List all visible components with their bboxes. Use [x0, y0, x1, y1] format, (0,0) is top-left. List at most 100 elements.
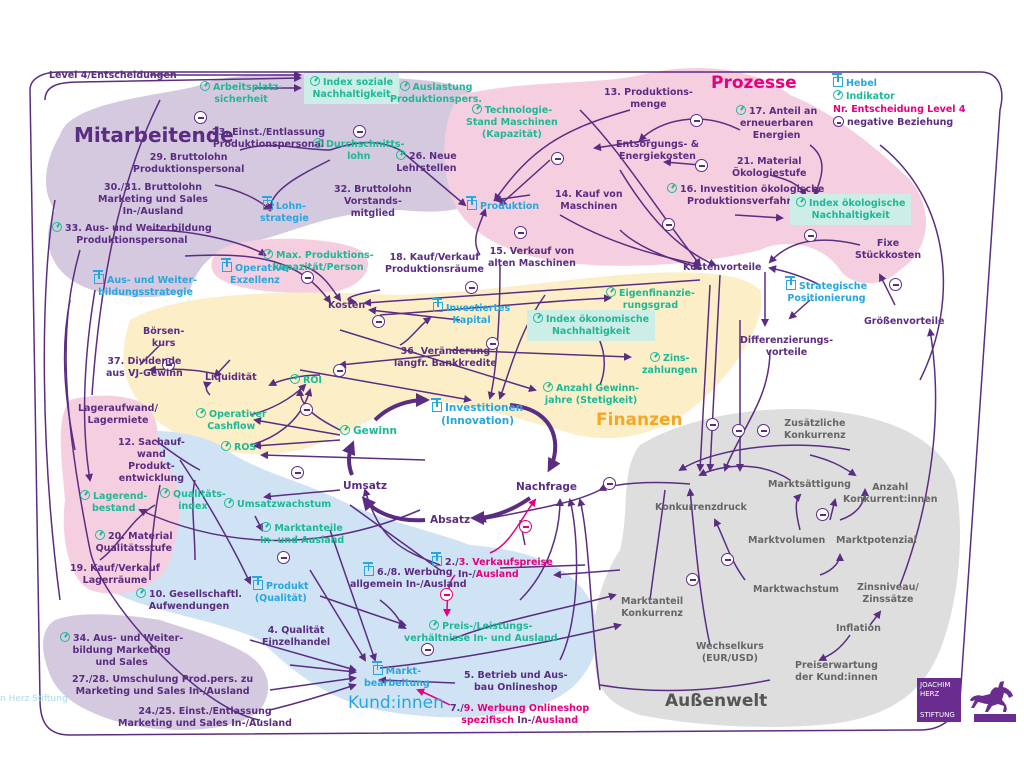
node-zinsniveau: Zinsniveau/ Zinssätze [857, 582, 919, 605]
negative-relation-icon [551, 152, 564, 165]
node-lohnstrategie[interactable]: Lohn- strategie [260, 196, 309, 224]
lever-icon [432, 298, 443, 312]
negative-relation-icon [301, 271, 314, 284]
node-liquiditaet: Liquidität [205, 372, 257, 383]
node-umsatzwachstum: Umsatzwachstum [224, 498, 331, 511]
negative-relation-icon [372, 315, 385, 328]
legend-negative: negative Beziehung [833, 116, 965, 129]
indicator-icon [310, 76, 320, 86]
indicator-icon [471, 104, 482, 114]
node-strat-pos[interactable]: Strategische Positionierung [785, 276, 868, 304]
cycle-investitionen-nachfrage [509, 403, 561, 473]
indicator-icon [261, 522, 272, 532]
lever-icon [261, 196, 273, 210]
indicator-icon [649, 352, 660, 362]
negative-relation-icon [804, 229, 817, 242]
node-index-oeko: Index ökologische Nachhaltigkeit [790, 194, 912, 225]
node-material21: 21. Material Ökologiestufe [732, 156, 807, 179]
negative-relation-icon [889, 278, 902, 291]
node-invest16: 16. Investition ökologische Produktionsv… [667, 183, 824, 208]
negative-relation-icon [162, 358, 175, 371]
node-marktanteil-konk: Marktanteil Konkurrenz [621, 596, 684, 619]
node-operative-exzellenz[interactable]: Operative Exzellenz [221, 258, 288, 287]
node-veraenderung36: 36. Veränderung langfr. Bankkredite [394, 346, 497, 369]
node-produkt[interactable]: Produkt (Qualität) [252, 576, 309, 604]
lever-icon [93, 270, 104, 284]
legend-indicator: Indikator [833, 90, 965, 103]
negative-relation-icon [706, 418, 719, 431]
lever-icon [362, 562, 374, 576]
indicator-icon [80, 490, 90, 500]
lever-icon [431, 398, 442, 412]
node-marktpotenzial: Marktpotenzial [836, 535, 917, 546]
node-anzahl-gewinn: Anzahl Gewinn- jahre (Stetigkeit) [543, 382, 640, 406]
node-prodmenge13: 13. Produktions- menge [604, 87, 693, 110]
node-brutto29: 29. Bruttolohn Produktionspersonal [133, 152, 245, 175]
node-preiserwartung: Preiserwartung der Kund:innen [795, 660, 878, 683]
indicator-icon [196, 408, 206, 418]
indicator-icon [60, 632, 70, 642]
node-kauf14: 14. Kauf von Maschinen [555, 189, 623, 212]
node-fixe: Fixe Stückkosten [855, 238, 922, 261]
negative-relation-icon [686, 573, 699, 586]
node-marktbearbeitung[interactable]: Markt- bearbeitung [364, 661, 430, 689]
indicator-icon [221, 441, 231, 451]
region-title-finanzen: Finanzen [596, 410, 683, 430]
node-anteil17: 17. Anteil an erneuerbaren Energien [736, 105, 817, 142]
node-verkauf15: 15. Verkauf von alten Maschinen [488, 246, 576, 269]
indicator-icon [833, 90, 843, 100]
node-gewinn: Gewinn [340, 425, 397, 437]
node-technologie: Technologie- Stand Maschinen (Kapazität) [466, 104, 558, 140]
region-title-prozesse: Prozesse [711, 73, 797, 93]
node-verkaufspreise[interactable]: 2./3. Verkaufspreise In-/Ausland [431, 552, 553, 581]
node-sachaufwand12: 12. Sachauf- wand Produkt- entwicklung [118, 437, 185, 484]
node-lageraufwand: Lageraufwand/ Lagermiete [78, 403, 158, 426]
node-umschulung27: 27./28. Umschulung Prod.pers. zu Marketi… [72, 674, 254, 697]
node-werbung68[interactable]: 6./8. Werbung allgemein In-/Ausland [350, 562, 467, 590]
negative-relation-icon [833, 116, 844, 127]
lever-icon [431, 552, 442, 566]
indicator-icon [95, 530, 105, 540]
indicator-icon [396, 150, 406, 160]
node-marktwachstum: Marktwachstum [753, 584, 839, 595]
node-absatz: Absatz [430, 514, 471, 526]
node-ros: ROS [221, 441, 256, 454]
negative-relation-icon [514, 226, 527, 239]
node-invest-kapital[interactable]: Investiertes Kapital [432, 298, 510, 327]
node-lehrstellen: 26. Neue Lehrstellen [396, 150, 457, 174]
node-ausweiter-strategie[interactable]: Aus- und Weiter- bildungsstrategie [93, 270, 197, 299]
lever-icon [785, 276, 796, 290]
node-index-sozial: Index soziale Nachhaltigkeit [304, 73, 400, 104]
node-material20: 20. Material Qualitätsstufe [95, 530, 173, 554]
node-produktion[interactable]: Produktion [466, 196, 539, 213]
core-cycle [342, 393, 561, 525]
horse-rider-logo-icon [970, 681, 1016, 722]
node-aus34: 34. Aus- und Weiter- bildung Marketing u… [60, 632, 183, 669]
negative-relation-icon [465, 281, 478, 294]
negative-relation-icon [721, 553, 734, 566]
node-brutto30: 30./31. Bruttolohn Marketing und Sales I… [98, 182, 208, 217]
negative-relation-icon [440, 588, 453, 601]
negative-relation-icon [300, 403, 313, 416]
negative-relation-icon [421, 643, 434, 656]
node-op-cashflow: Operativer Cashflow [196, 408, 267, 433]
node-groessen: Größenvorteile [864, 316, 945, 327]
cycle-nachfrage-absatz [470, 496, 532, 525]
negative-relation-icon [662, 218, 675, 231]
node-marktvolumen: Marktvolumen [748, 535, 826, 546]
negative-relation-icon [277, 551, 290, 564]
negative-relation-icon [291, 466, 304, 479]
lever-icon [252, 576, 263, 590]
node-investitionen[interactable]: Investitionen (Innovation) [431, 398, 523, 428]
node-kauf18: 18. Kauf/Verkauf Produktionsräume [385, 252, 484, 275]
negative-relation-icon [603, 477, 616, 490]
node-entsorgung: Entsorgungs- & Energiekosten [616, 139, 699, 162]
node-qualitaet4: 4. Qualität Einzelhandel [262, 625, 331, 648]
legend-lever: Hebel [832, 73, 965, 90]
prozesse-left-blob [211, 238, 369, 293]
indicator-icon [340, 425, 350, 435]
node-differenz: Differenzierungs- vorteile [740, 335, 834, 358]
node-konkurrenzdruck: Konkurrenzdruck [655, 502, 747, 513]
node-betrieb5: 5. Betrieb und Aus- bau Onlineshop [464, 670, 568, 693]
indicator-icon [224, 498, 234, 508]
